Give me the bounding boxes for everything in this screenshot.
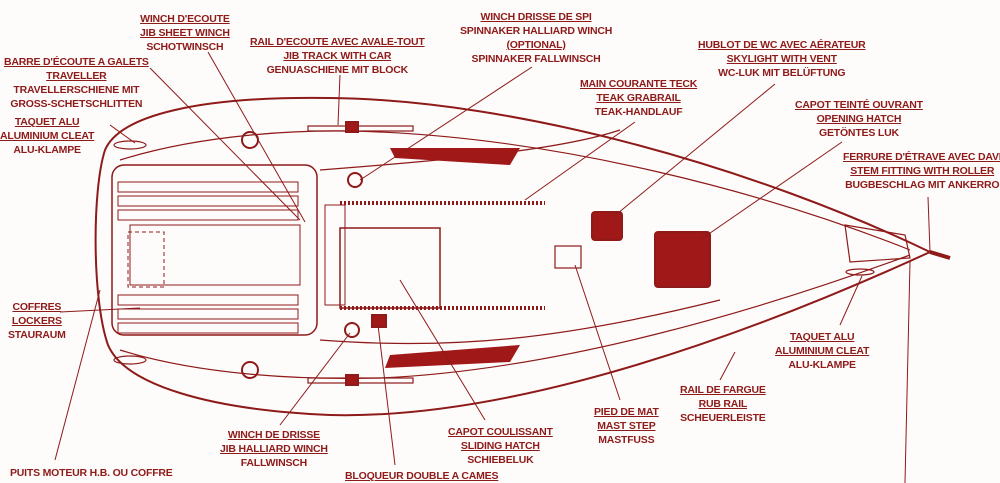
label-fr: WINCH DE DRISSE [227,429,320,441]
jib-track-bottom [307,377,414,384]
skylight [591,211,623,241]
label-stem-fitting: FERRURE D'ÉTRAVE AVEC DAVI STEM FITTING W… [843,150,1000,192]
label-jib-sheet-winch: WINCH D'ECOUTE JIB SHEET WINCH SCHOTWINSCH [140,12,230,54]
label-fr: HUBLOT DE WC AVEC AÉRATEUR [698,39,866,51]
label-lockers: COFFRES LOCKERS STAURAUM [8,300,66,342]
label-traveller: BARRE D'ÉCOUTE A GALETS TRAVELLER TRAVELLE… [4,55,149,111]
bow-fitting [929,250,951,260]
label-fr: PIED DE MAT [594,406,659,418]
label-fr: RAIL DE FARGUE [680,384,766,396]
sliding-hatch [339,227,441,309]
jib-track-top [307,125,414,132]
label-en: ALUMINIUM CLEAT [775,345,870,357]
label-en: ALUMINIUM CLEAT [0,130,95,142]
label-de: TRAVELLERSCHIENE MIT [13,84,140,96]
label-fr: BARRE D'ÉCOUTE A GALETS [4,56,149,68]
label-cleat-fwd: TAQUET ALU ALUMINIUM CLEAT ALU-KLAMPE [775,330,869,372]
opening-hatch [654,231,711,288]
label-opening-hatch: CAPOT TEINTÉ OUVRANT OPENING HATCH GETÖNTE… [795,98,923,140]
label-grabrail: MAIN COURANTE TECK TEAK GRABRAIL TEAK-HAND… [580,77,697,119]
label-en: SLIDING HATCH [460,440,540,452]
mast-step [554,245,582,269]
cleat [113,140,147,150]
label-en: OPENING HATCH [816,113,902,125]
label-fr: TAQUET ALU [789,331,855,343]
leader-lines [54,51,931,483]
label-en: JIB SHEET WINCH [140,27,230,39]
label-en: STEM FITTING WITH ROLLER [850,165,995,177]
label-skylight: HUBLOT DE WC AVEC AÉRATEUR SKYLIGHT WITH … [698,38,866,80]
label-en: TEAK GRABRAIL [596,92,681,104]
label-fr: PUITS MOTEUR H.B. OU COFFRE [10,467,173,479]
label-cleat-aft: TAQUET ALU ALUMINIUM CLEAT ALU-KLAMPE [0,115,94,157]
label-de: GENUASCHIENE MIT BLOCK [266,64,409,76]
cockpit-seats [117,181,299,334]
label-en: JIB HALLIARD WINCH [220,443,328,455]
label-fr: TAQUET ALU [14,116,80,128]
label-fr: RAIL D'ECOUTE AVEC AVALE-TOUT [250,36,425,48]
label-fr: WINCH DRISSE DE SPI [480,11,592,23]
label-jib-halliard-winch: WINCH DE DRISSE JIB HALLIARD WINCH FALLWIN… [220,428,328,470]
cabin-bottom [319,299,721,345]
label-spinnaker-winch: WINCH DRISSE DE SPI SPINNAKER HALLIARD WI… [460,10,612,66]
label-fr: FERRURE D'ÉTRAVE AVEC DAVI [843,151,1000,163]
label-optional: (OPTIONAL) [506,39,566,51]
label-outboard-well: PUITS MOTEUR H.B. OU COFFRE [10,466,173,480]
window-top [390,148,520,165]
label-fr: MAIN COURANTE TECK [580,78,698,90]
label-en: RUB RAIL [698,398,748,410]
label-fr: BLOQUEUR DOUBLE A CAMES [345,470,499,482]
label-en: LOCKERS [11,315,62,327]
label-de: GETÖNTES LUK [818,127,899,139]
cockpit-well [129,224,301,286]
label-en: JIB TRACK WITH CAR [283,50,392,62]
label-fr: CAPOT COULISSANT [448,426,553,438]
label-jib-track: RAIL D'ECOUTE AVEC AVALE-TOUT JIB TRACK W… [250,35,425,77]
label-fr: CAPOT TEINTÉ OUVRANT [795,99,923,111]
label-de: ALU-KLAMPE [788,359,856,371]
window-bottom [385,345,520,368]
label-de: SCHOTWINSCH [146,41,224,53]
label-cam-cleat: BLOQUEUR DOUBLE A CAMES [345,469,498,483]
outboard-well [127,231,165,288]
label-fr: COFFRES [12,301,62,313]
winch [241,131,259,149]
label-de: SCHEUERLEISTE [680,412,766,424]
cockpit [111,164,318,336]
label-sliding-hatch: CAPOT COULISSANT SLIDING HATCH SCHIEBELUK [448,425,553,467]
cam-cleat [371,314,387,328]
label-en: MAST STEP [597,420,656,432]
deck-edge-top [119,130,911,251]
hull-outline [94,96,933,417]
label-rub-rail: RAIL DE FARGUE RUB RAIL SCHEUERLEISTE [680,383,766,425]
anchor-locker [844,224,911,263]
label-de: SCHIEBELUK [467,454,534,466]
label-de: SPINNAKER FALLWINSCH [471,53,601,65]
label-de: BUGBESCHLAG MIT ANKERRO [845,179,1000,191]
label-en: SKYLIGHT WITH VENT [726,53,837,65]
deck-edge-bottom [119,254,911,379]
label-en: SPINNAKER HALLIARD WINCH [460,25,613,37]
label-fr: WINCH D'ECOUTE [140,13,230,25]
label-en: TRAVELLER [46,70,107,82]
label-de: WC-LUK MIT BELÜFTUNG [718,67,846,79]
label-de: ALU-KLAMPE [13,144,81,156]
label-de: STAURAUM [8,329,66,341]
label-de-2: GROSS-SCHETSCHLITTEN [10,98,143,110]
label-de: MASTFUSS [598,434,655,446]
hatch-garage [324,204,346,306]
label-de: TEAK-HANDLAUF [594,106,683,118]
label-mast-step: PIED DE MAT MAST STEP MASTFUSS [594,405,659,447]
label-de: FALLWINSCH [240,457,308,469]
